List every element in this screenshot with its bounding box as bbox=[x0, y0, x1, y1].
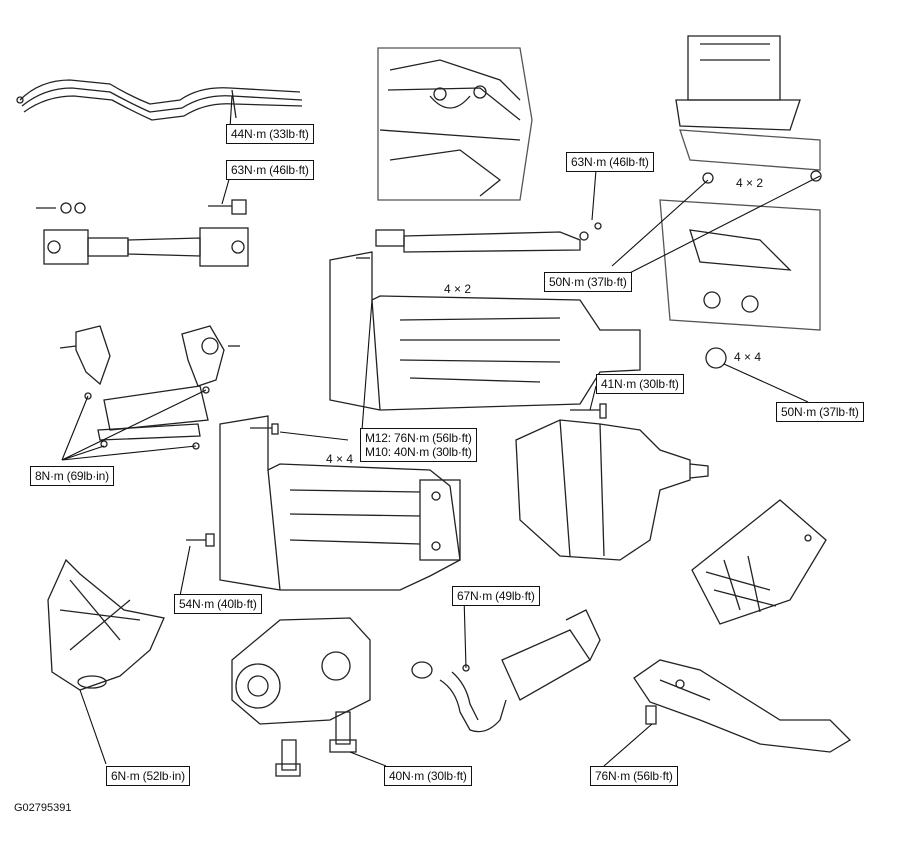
torque-callout-fuel-lines: 44N·m (33lb·ft) bbox=[226, 124, 314, 144]
bracket-leader-lines bbox=[61, 389, 207, 461]
drive-label-4x4-right: 4 × 4 bbox=[734, 350, 762, 364]
torque-callout-crossmember-4x2: 50N·m (37lb·ft) bbox=[544, 272, 632, 292]
drive-label-4x2-right: 4 × 2 bbox=[736, 176, 764, 190]
torque-callout-transmission-bolts: M12: 76N·m (56lb·ft) M10: 40N·m (30lb·ft… bbox=[360, 428, 477, 462]
torque-callout-m10-line: M10: 40N·m (30lb·ft) bbox=[365, 445, 472, 459]
torque-callout-motor: 40N·m (30lb·ft) bbox=[384, 766, 472, 786]
bell-housing-cover-drawing bbox=[47, 558, 165, 691]
crossmember-inset-drawing bbox=[659, 35, 822, 369]
callout-leader-lines bbox=[79, 95, 821, 767]
torque-callout-transfer-case: 41N·m (30lb·ft) bbox=[596, 374, 684, 394]
drive-label-4x4-center: 4 × 4 bbox=[326, 452, 354, 466]
torque-callout-upper: 63N·m (46lb·ft) bbox=[566, 152, 654, 172]
torque-callout-driveshaft: 63N·m (46lb·ft) bbox=[226, 160, 314, 180]
exhaust-pipe-drawing bbox=[411, 609, 601, 733]
torque-callout-crossmember-4x4: 50N·m (37lb·ft) bbox=[776, 402, 864, 422]
mount-brackets-drawing bbox=[59, 325, 240, 450]
torque-callout-cover: 6N·m (52lb·in) bbox=[106, 766, 190, 786]
skid-plate-drawing bbox=[691, 499, 827, 625]
transfer-case-motor-drawing bbox=[231, 617, 371, 777]
torque-callout-transmission-side: 54N·m (40lb·ft) bbox=[174, 594, 262, 614]
transmission-4x4-drawing bbox=[186, 415, 461, 591]
torque-callout-m12-line: M12: 76N·m (56lb·ft) bbox=[365, 431, 472, 445]
torque-callout-rear-bracket: 76N·m (56lb·ft) bbox=[590, 766, 678, 786]
driveshaft-drawing bbox=[36, 199, 249, 267]
transfer-case-drawing bbox=[515, 403, 709, 561]
fuel-lines-drawing bbox=[16, 79, 303, 121]
torque-callout-exhaust: 67N·m (49lb·ft) bbox=[452, 586, 540, 606]
figure-id: G02795391 bbox=[14, 802, 72, 814]
rear-bracket-drawing bbox=[633, 659, 852, 753]
torque-callout-brackets: 8N·m (69lb·in) bbox=[30, 466, 114, 486]
transmission-4x2-drawing bbox=[329, 222, 641, 411]
drive-label-4x2-center: 4 × 2 bbox=[444, 282, 472, 296]
engine-bay-inset-drawing bbox=[377, 47, 533, 201]
